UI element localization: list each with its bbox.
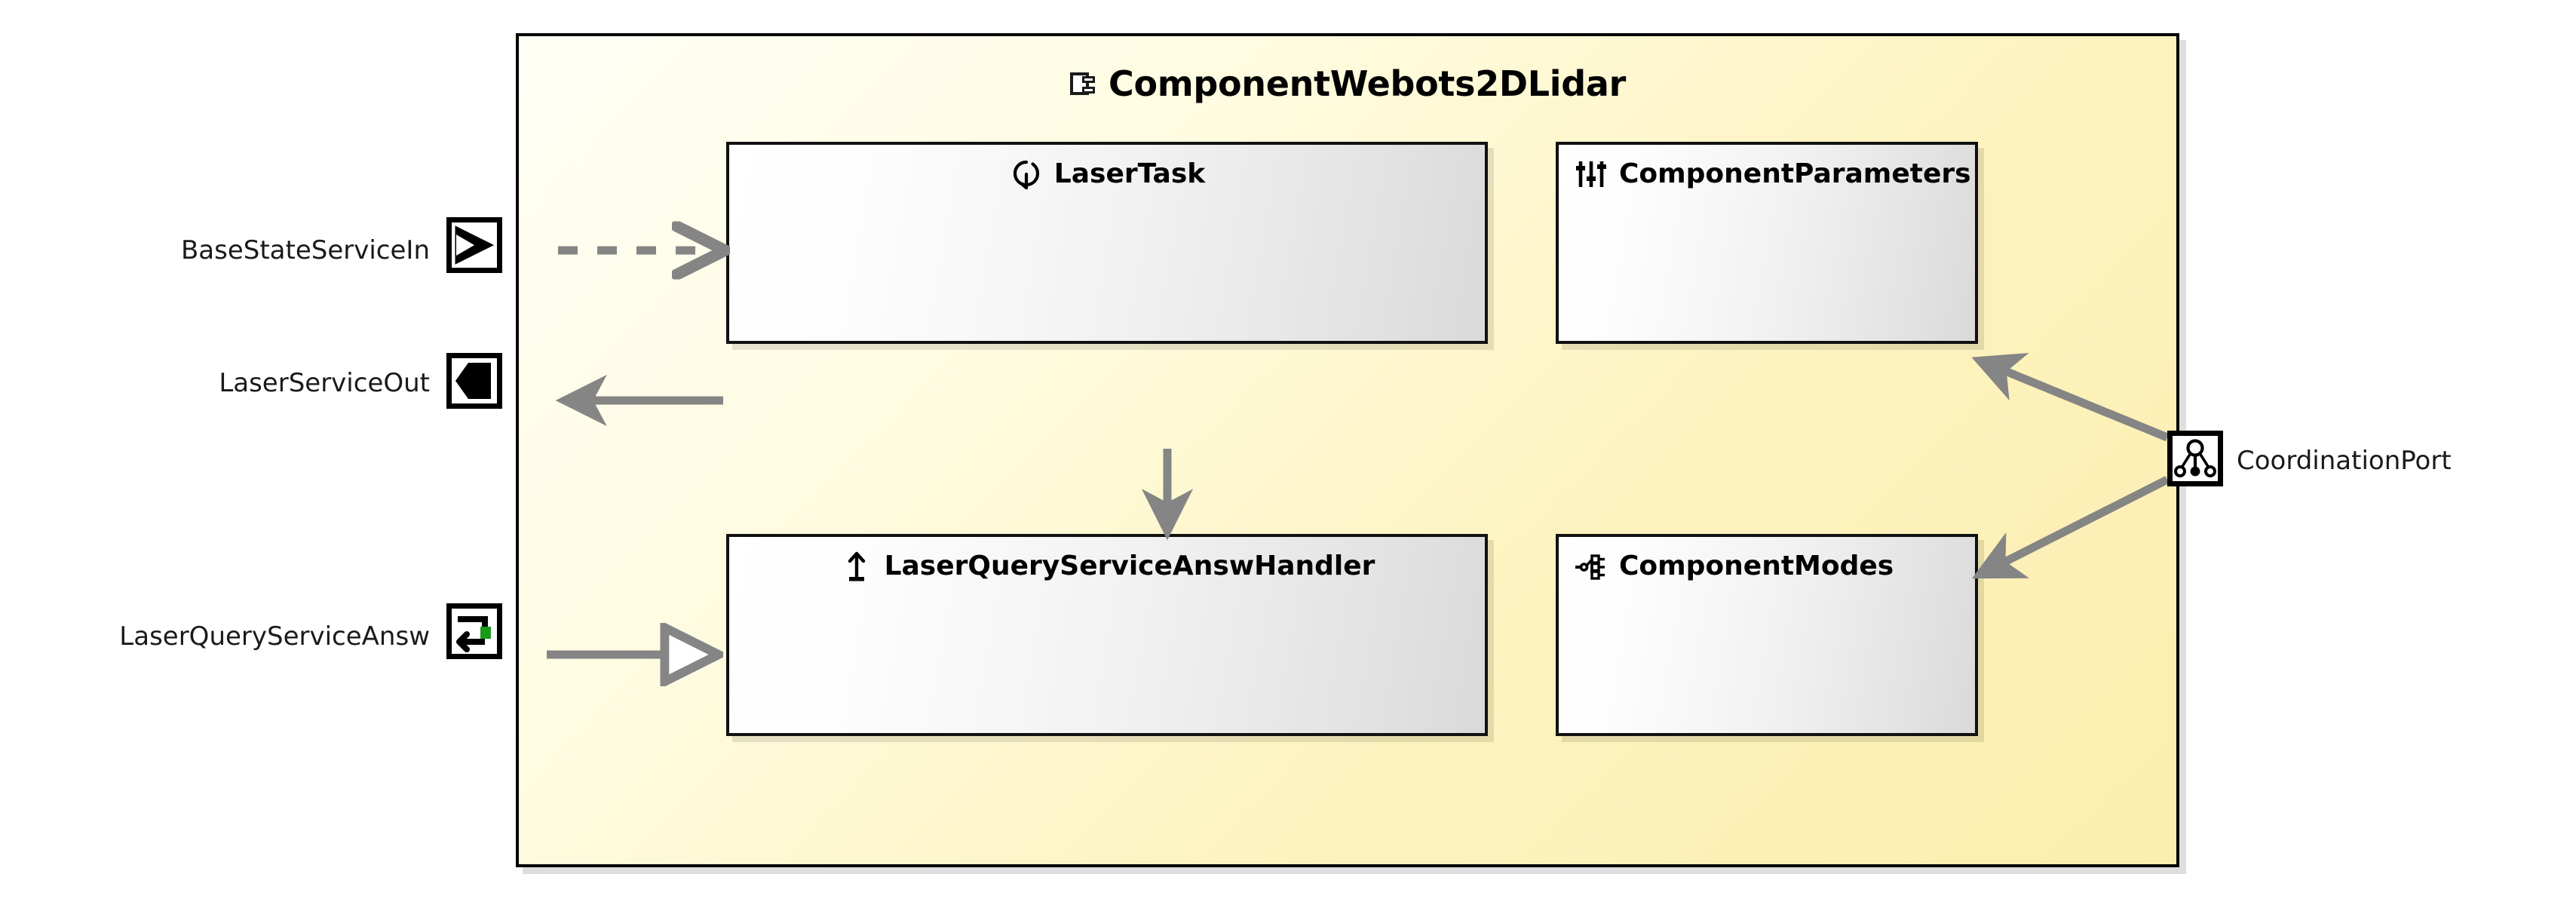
component-modes-header: ComponentModes [1574, 551, 1894, 584]
component-title-text: ComponentWebots2DLidar [1108, 63, 1627, 104]
up-arrow-icon [839, 549, 874, 584]
output-port-icon [452, 358, 497, 403]
port-label-base-state-service-in: BaseStateServiceIn [180, 235, 430, 265]
port-coordination-port[interactable] [2167, 431, 2223, 486]
port-laser-query-service-answ[interactable] [446, 603, 502, 659]
port-base-state-service-in[interactable] [446, 217, 502, 273]
port-label-coordination-port: CoordinationPort [2237, 446, 2452, 476]
component-frame[interactable]: ComponentWebots2DLidar LaserTask [516, 33, 2179, 867]
laser-task-header: LaserTask [729, 158, 1485, 192]
inner-box-component-modes[interactable]: ComponentModes [1556, 534, 1978, 736]
component-parameters-header: ComponentParameters [1574, 157, 1971, 192]
laser-task-label: LaserTask [1053, 158, 1206, 189]
component-parameters-label: ComponentParameters [1619, 158, 1971, 189]
laser-query-handler-header: LaserQueryServiceAnswHandler [729, 551, 1485, 584]
inner-box-laser-task[interactable]: LaserTask [726, 142, 1488, 344]
sliders-icon [1574, 157, 1608, 192]
component-modes-label: ComponentModes [1619, 551, 1894, 581]
coordination-port-icon [2173, 436, 2218, 481]
uml-component-icon [1069, 70, 1098, 97]
component-title: ComponentWebots2DLidar [519, 66, 2176, 101]
inner-box-laser-query-service-answ-handler[interactable]: LaserQueryServiceAnswHandler [726, 534, 1488, 736]
port-label-laser-service-out: LaserServiceOut [219, 368, 430, 398]
port-label-laser-query-service-answ: LaserQueryServiceAnsw [119, 621, 430, 652]
query-answer-port-icon [452, 609, 497, 654]
laser-query-handler-label: LaserQueryServiceAnswHandler [884, 551, 1375, 581]
input-port-icon [452, 222, 497, 268]
state-tree-icon [1574, 549, 1608, 584]
inner-box-component-parameters[interactable]: ComponentParameters [1556, 142, 1978, 344]
port-laser-service-out[interactable] [446, 353, 502, 409]
task-cycle-icon [1009, 157, 1044, 192]
